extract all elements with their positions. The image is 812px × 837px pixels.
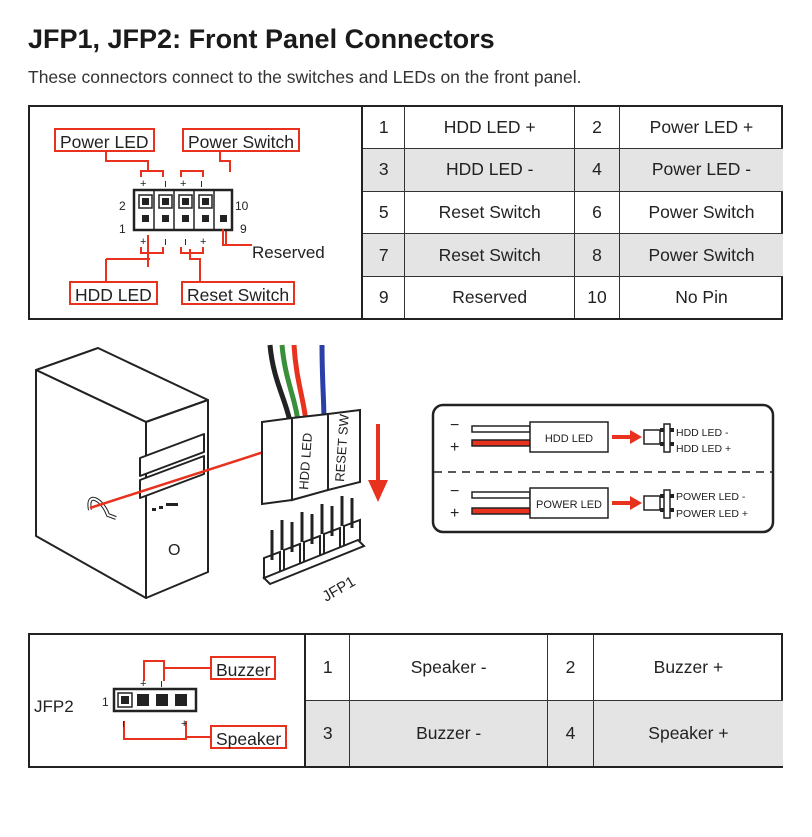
- page-subtitle: These connectors connect to the switches…: [28, 67, 582, 87]
- power-led-minus-label: POWER LED -: [676, 491, 746, 503]
- power-plus-sign: +: [450, 505, 459, 522]
- jfp1-header-label: JFP1: [320, 573, 359, 605]
- pin-9-number: 9: [240, 222, 247, 236]
- power-switch-label: Power Switch: [182, 128, 301, 152]
- power-led-plus-label: POWER LED +: [676, 508, 748, 520]
- svg-text:+: +: [181, 718, 187, 730]
- case-connection-illustration: O HDD LED RESET SW JFP1: [35, 344, 388, 605]
- power-led-label: Power LED: [54, 128, 155, 152]
- pin-number: 2: [546, 635, 594, 701]
- hdd-minus-sign: −: [450, 417, 459, 434]
- svg-text:ı: ı: [164, 236, 167, 248]
- speaker-label: Speaker: [210, 725, 288, 749]
- pin-function: Power Switch: [618, 190, 783, 234]
- pin-number: 1: [304, 635, 350, 701]
- pin-number: 5: [361, 190, 405, 234]
- pin-function: Buzzer -: [349, 700, 548, 766]
- reset-sw-cable-label: RESET SW: [332, 413, 352, 482]
- pin-function: Power Switch: [618, 233, 783, 277]
- reset-switch-label: Reset Switch: [181, 281, 296, 305]
- jfp2-name: JFP2: [34, 697, 74, 716]
- svg-text:O: O: [168, 542, 180, 559]
- svg-text:ı: ı: [200, 178, 203, 190]
- power-led-plug-label: POWER LED: [536, 499, 602, 511]
- pin-function: Reset Switch: [404, 233, 576, 277]
- reserved-label: Reserved: [252, 243, 325, 262]
- pin-10-number: 10: [235, 199, 249, 213]
- jfp2-pin-diagram: + ı ı +: [112, 660, 210, 740]
- svg-text:ı: ı: [122, 718, 125, 730]
- led-polarity-diagram: − + HDD LED HDD LED - HDD LED + − + POWE…: [431, 403, 775, 534]
- svg-text:+: +: [200, 236, 206, 248]
- svg-text:+: +: [140, 678, 146, 690]
- pin-number: 3: [361, 148, 405, 192]
- pin-function: Power LED +: [618, 107, 783, 149]
- pin-number: 8: [574, 233, 620, 277]
- power-minus-sign: −: [450, 483, 459, 500]
- pin-function: Reserved: [404, 275, 576, 318]
- pin-number: 4: [574, 148, 620, 192]
- svg-text:ı: ı: [164, 178, 167, 190]
- pin-function: Buzzer +: [592, 635, 783, 701]
- jfp1-section: Power LED Power Switch HDD LED Reset Swi…: [28, 105, 783, 320]
- hdd-led-plug-label: HDD LED: [545, 433, 593, 445]
- pin-function: Power LED -: [618, 148, 783, 192]
- pin-number: 3: [304, 700, 350, 766]
- svg-text:+: +: [140, 178, 146, 190]
- page-title: JFP1, JFP2: Front Panel Connectors: [28, 24, 495, 54]
- jfp1-pin-diagram: + ı + ı + ı ı +: [105, 152, 252, 281]
- pin-number: 4: [546, 700, 594, 766]
- pin-function: Reset Switch: [404, 190, 576, 234]
- pin-number: 1: [361, 107, 405, 149]
- pin-2-number: 2: [119, 199, 126, 213]
- pin-function: No Pin: [618, 275, 783, 318]
- jfp2-pin-1-number: 1: [102, 695, 109, 709]
- svg-text:ı: ı: [160, 678, 163, 690]
- svg-text:+: +: [140, 236, 146, 248]
- pin-number: 9: [361, 275, 405, 318]
- pin-number: 10: [574, 275, 620, 318]
- pin-number: 7: [361, 233, 405, 277]
- pin-function: Speaker -: [349, 635, 548, 701]
- hdd-led-label: HDD LED: [69, 281, 158, 305]
- pin-1-number: 1: [119, 222, 126, 236]
- svg-text:ı: ı: [184, 236, 187, 248]
- hdd-plus-sign: +: [450, 439, 459, 456]
- hdd-led-plus-label: HDD LED +: [676, 443, 731, 455]
- buzzer-label: Buzzer: [210, 656, 277, 680]
- pin-number: 2: [574, 107, 620, 149]
- svg-text:+: +: [180, 178, 186, 190]
- pin-function: HDD LED -: [404, 148, 576, 192]
- pin-function: Speaker +: [592, 700, 783, 766]
- hdd-led-minus-label: HDD LED -: [676, 427, 729, 439]
- pin-function: HDD LED +: [404, 107, 576, 149]
- pin-number: 6: [574, 190, 620, 234]
- hdd-led-cable-label: HDD LED: [296, 432, 315, 490]
- case-front: [145, 399, 209, 599]
